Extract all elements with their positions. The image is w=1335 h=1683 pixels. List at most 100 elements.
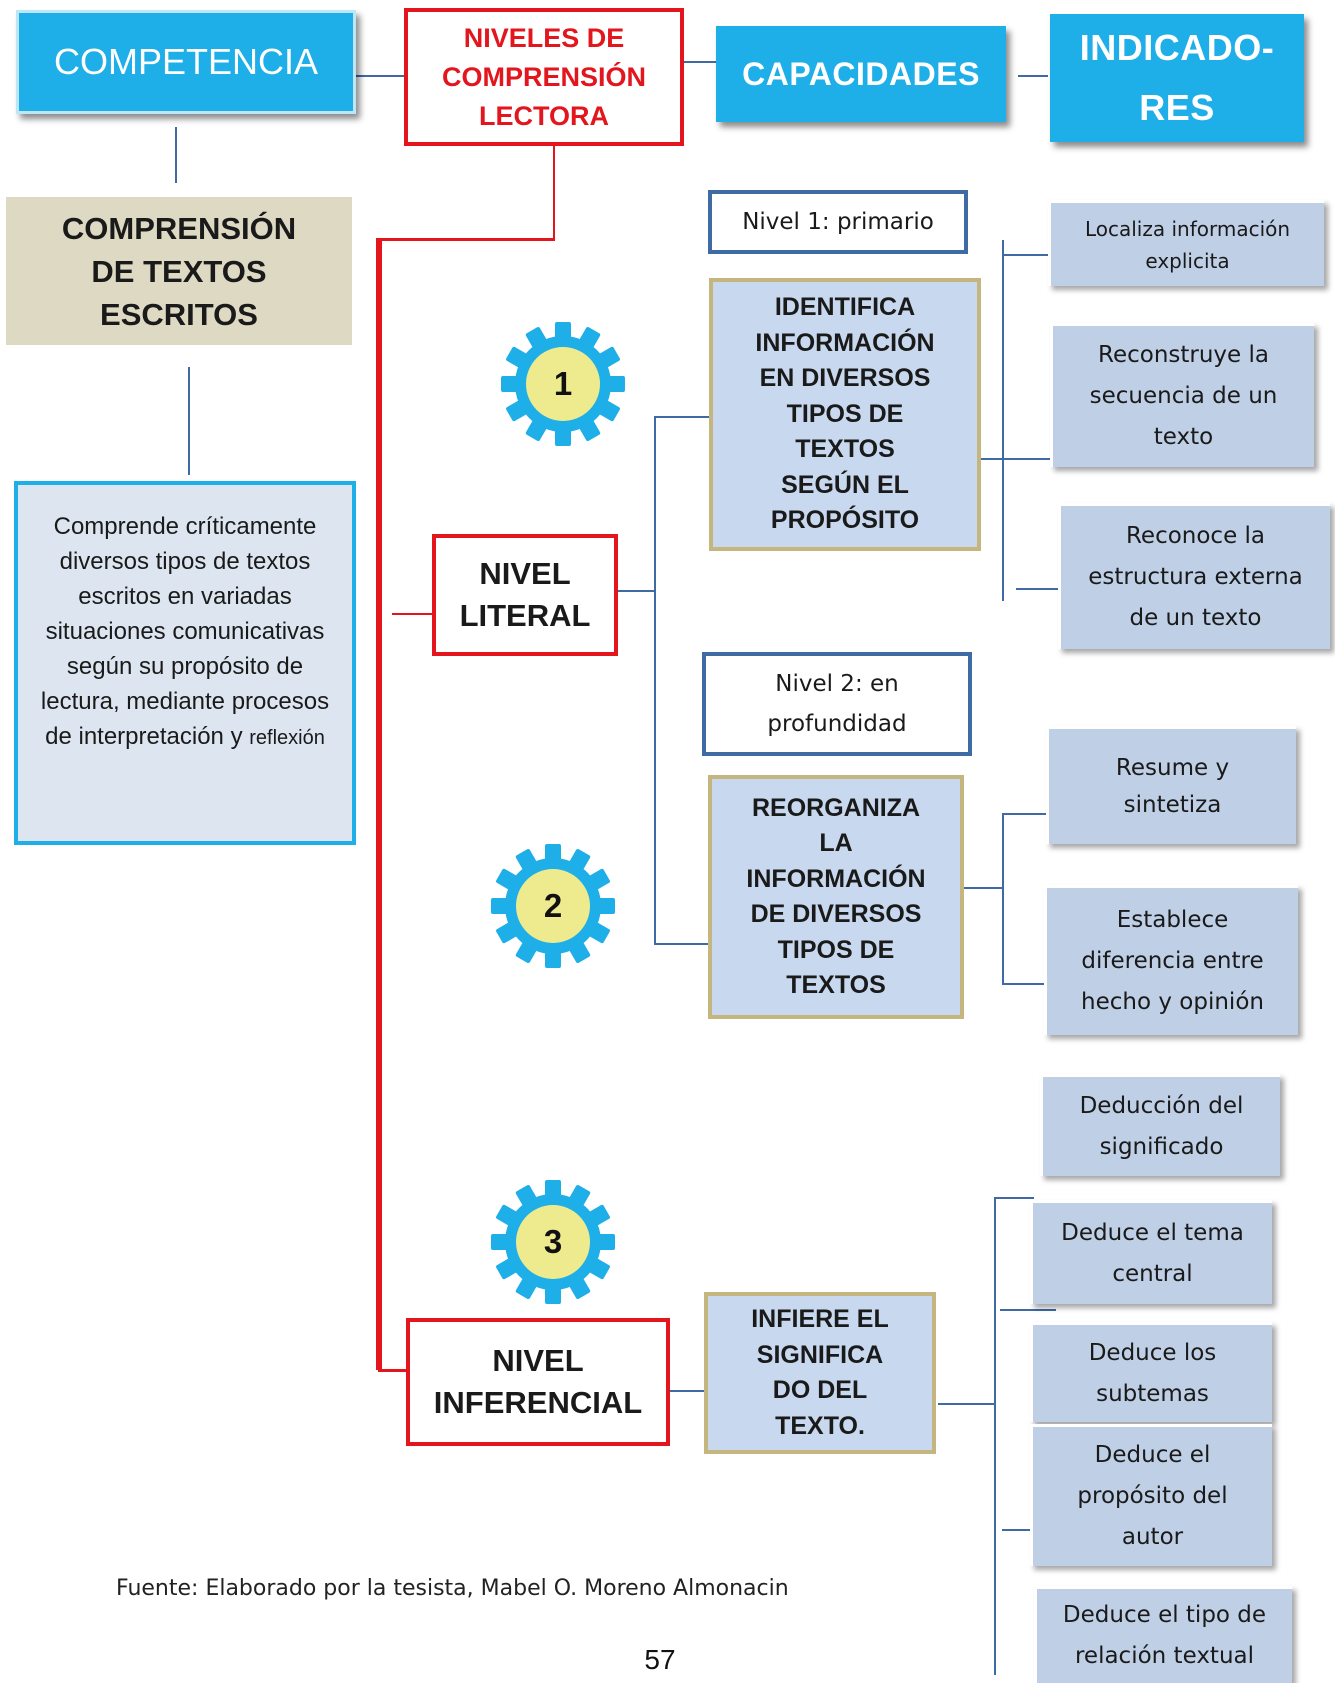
capacidad-2-line: DE DIVERSOS bbox=[750, 900, 922, 928]
nivel-literal-box: NIVEL LITERAL bbox=[432, 534, 618, 656]
connector-line bbox=[1002, 983, 1044, 985]
indicador-7-line: Deduce el tema bbox=[1061, 1219, 1244, 1246]
indicador-8-line: subtemas bbox=[1096, 1380, 1209, 1407]
red-connector-line bbox=[392, 613, 432, 615]
connector-line bbox=[1018, 75, 1048, 77]
indicadores-header-line: RES bbox=[1139, 87, 1215, 128]
connector-line bbox=[977, 458, 1015, 460]
capacidad-1-line: INFORMACIÓN bbox=[755, 328, 935, 357]
indicador-9-line: autor bbox=[1121, 1524, 1184, 1550]
indicadores-header: INDICADO- RES bbox=[1050, 14, 1304, 142]
nivel-1-label-text: Nivel 1: primario bbox=[742, 209, 934, 235]
indicador-9-line: Deduce el bbox=[1094, 1442, 1211, 1468]
competencia-description-tail: reflexión bbox=[249, 727, 325, 749]
capacidad-3-line: SIGNIFICA bbox=[756, 1340, 884, 1369]
connector-line bbox=[1002, 240, 1004, 601]
indicador-10-line: relación textual bbox=[1074, 1643, 1255, 1669]
indicador-2-line: secuencia de un bbox=[1089, 383, 1278, 409]
indicador-9-box: Deduce el propósito del autor bbox=[1030, 1424, 1272, 1566]
connector-line bbox=[1016, 588, 1058, 590]
indicador-2-line: Reconstruye la bbox=[1098, 342, 1269, 368]
indicador-2-box: Reconstruye la secuencia de un texto bbox=[1050, 323, 1314, 467]
source-caption: Fuente: Elaborado por la tesista, Mabel … bbox=[116, 1576, 789, 1601]
connector-line bbox=[1002, 813, 1004, 985]
red-connector-line bbox=[378, 1369, 408, 1372]
red-connector-line bbox=[377, 238, 555, 241]
nivel-2-label-line: profundidad bbox=[767, 711, 907, 737]
indicador-3-line: Reconoce la bbox=[1125, 523, 1266, 549]
connector-line bbox=[1002, 813, 1046, 815]
gear-icon-2: 2 bbox=[489, 842, 617, 970]
capacidad-2-line: TEXTOS bbox=[786, 971, 886, 999]
connector-line bbox=[1002, 1529, 1034, 1531]
connector-line bbox=[188, 367, 190, 475]
connector-line bbox=[1002, 458, 1050, 460]
niveles-header-line: COMPRENSIÓN bbox=[441, 61, 647, 92]
indicador-8-line: Deduce los bbox=[1088, 1339, 1217, 1366]
indicador-3-box: Reconoce la estructura externa de un tex… bbox=[1058, 503, 1330, 649]
nivel-2-label: Nivel 2: en profundidad bbox=[702, 652, 972, 756]
competencia-title-line: COMPRENSIÓN bbox=[61, 210, 297, 246]
nivel-1-label: Nivel 1: primario bbox=[708, 190, 968, 254]
indicador-1-box: Localiza información explicita bbox=[1048, 200, 1324, 286]
indicador-4-line: Resume y bbox=[1115, 754, 1230, 781]
nivel-inferencial-line: NIVEL bbox=[492, 1343, 584, 1378]
competencia-title-line: DE TEXTOS bbox=[91, 253, 267, 289]
gear-icon bbox=[491, 1180, 615, 1304]
gear-number: 2 bbox=[543, 887, 563, 924]
connector-line bbox=[175, 127, 177, 183]
connector-line bbox=[670, 1390, 706, 1392]
competencia-description: Comprende críticamente diversos tipos de… bbox=[34, 509, 336, 756]
nivel-inferencial-line: INFERENCIAL bbox=[433, 1385, 643, 1420]
indicador-5-line: hecho y opinión bbox=[1081, 989, 1264, 1015]
capacidad-2-line: INFORMACIÓN bbox=[746, 864, 926, 893]
connector-line bbox=[958, 887, 1004, 889]
capacidad-3-line: INFIERE EL bbox=[751, 1305, 889, 1333]
indicador-1-line: explicita bbox=[1145, 248, 1230, 273]
connector-line bbox=[356, 75, 404, 77]
connector-line bbox=[1002, 254, 1048, 256]
indicador-7-line: central bbox=[1112, 1260, 1193, 1287]
gear-icon bbox=[491, 844, 615, 968]
connector-line bbox=[654, 416, 656, 944]
indicadores-header-line: INDICADO- bbox=[1079, 27, 1275, 68]
indicador-8-box: Deduce los subtemas bbox=[1030, 1322, 1272, 1422]
niveles-header-line: NIVELES DE bbox=[463, 22, 625, 53]
indicador-5-box: Establece diferencia entre hecho y opini… bbox=[1044, 885, 1298, 1035]
capacidad-1-line: EN DIVERSOS bbox=[759, 364, 931, 393]
connector-line bbox=[1000, 1309, 1056, 1311]
indicador-5-line: Establece bbox=[1116, 907, 1229, 933]
indicador-6-box: Deducción del significado bbox=[1040, 1074, 1280, 1176]
connector-line bbox=[684, 61, 726, 63]
indicador-3-line: estructura externa bbox=[1088, 564, 1303, 590]
indicador-6-line: significado bbox=[1099, 1133, 1224, 1160]
gear-number: 1 bbox=[553, 365, 573, 402]
gear-icon-3: 3 bbox=[489, 1178, 617, 1306]
indicador-2-line: texto bbox=[1153, 424, 1214, 450]
capacidad-3-line: TEXTO. bbox=[775, 1411, 865, 1440]
competencia-header-label: COMPETENCIA bbox=[53, 41, 319, 82]
indicador-1-line: Localiza información bbox=[1084, 216, 1291, 241]
gear-icon-1: 1 bbox=[499, 320, 627, 448]
indicador-9-line: propósito del bbox=[1077, 1483, 1228, 1509]
capacidad-1-line: SEGÚN EL bbox=[781, 470, 909, 499]
connector-line bbox=[618, 590, 655, 592]
nivel-literal-line: LITERAL bbox=[459, 598, 591, 633]
red-trunk-line bbox=[376, 238, 382, 1370]
red-connector-line bbox=[553, 145, 555, 240]
capacidad-3-line: DO DEL bbox=[772, 1376, 868, 1404]
connector-line bbox=[654, 416, 710, 418]
connector-line bbox=[654, 943, 710, 945]
capacidad-1-box: IDENTIFICA INFORMACIÓN EN DIVERSOS TIPOS… bbox=[709, 278, 981, 551]
capacidad-2-box: REORGANIZA LA INFORMACIÓN DE DIVERSOS TI… bbox=[708, 775, 964, 1019]
competencia-header: COMPETENCIA bbox=[16, 10, 356, 114]
capacidad-1-line: TIPOS DE bbox=[786, 399, 904, 428]
nivel-literal-line: NIVEL bbox=[479, 556, 571, 591]
indicador-4-box: Resume y sintetiza bbox=[1046, 726, 1296, 844]
indicador-10-line: Deduce el tipo de bbox=[1062, 1602, 1267, 1628]
capacidad-1-line: PROPÓSITO bbox=[770, 506, 920, 535]
capacidad-1-line: TEXTOS bbox=[795, 435, 895, 464]
indicador-5-line: diferencia entre bbox=[1081, 948, 1264, 974]
gear-number: 3 bbox=[543, 1223, 563, 1260]
indicador-4-line: sintetiza bbox=[1123, 791, 1222, 818]
